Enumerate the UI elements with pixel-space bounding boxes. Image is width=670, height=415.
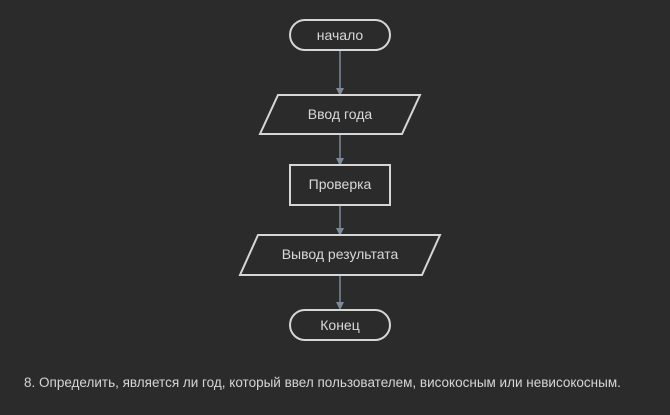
input-parallelogram-shape	[258, 94, 422, 135]
output-node-label: Вывод результата	[282, 246, 399, 262]
process-rectangle-shape	[289, 164, 391, 206]
output-parallelogram-shape	[238, 234, 442, 276]
output-node[interactable]: Вывод результата	[238, 234, 442, 276]
input-node-label: Ввод года	[308, 106, 373, 122]
end-node[interactable]: Конец	[289, 309, 391, 341]
start-terminal-shape	[289, 19, 391, 51]
process-node[interactable]: Проверка	[289, 164, 391, 206]
end-node-label: Конец	[320, 317, 359, 333]
end-terminal-shape	[289, 309, 391, 341]
process-node-label: Проверка	[309, 176, 372, 192]
input-node[interactable]: Ввод года	[258, 94, 422, 135]
task-caption: 8. Определить, является ли год, который …	[24, 375, 621, 390]
start-node[interactable]: начало	[289, 19, 391, 51]
start-node-label: начало	[317, 27, 364, 43]
